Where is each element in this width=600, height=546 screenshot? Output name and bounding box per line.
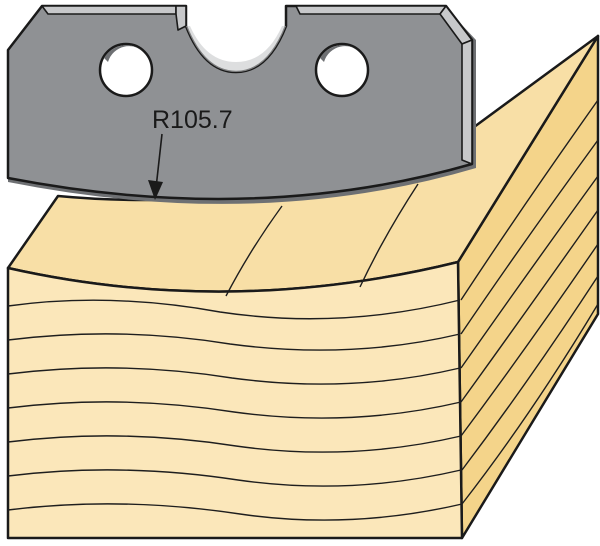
- wood-top-segment-lines: [225, 183, 419, 297]
- left-mounting-hole: [98, 42, 154, 98]
- right-hole-inner-shadow: [320, 45, 362, 62]
- knife-plate: [6, 4, 474, 201]
- radius-dimension: R105.7: [148, 106, 233, 200]
- wood-front-face: [6, 260, 464, 540]
- knife-mounting-holes: [98, 42, 370, 98]
- wood-front-grain-lines: [7, 299, 463, 521]
- radius-leader-line: [155, 133, 163, 189]
- left-hole-inner-shadow: [104, 45, 146, 62]
- wood-block: [6, 34, 600, 540]
- wood-side-grain-lines: [460, 99, 599, 505]
- knife-center-notch: [186, 26, 286, 72]
- knife-bevels: [41, 5, 473, 165]
- knife-profile: [6, 4, 476, 204]
- radius-label: R105.7: [152, 106, 233, 134]
- right-mounting-hole: [314, 42, 370, 98]
- radius-arrowhead: [148, 180, 163, 200]
